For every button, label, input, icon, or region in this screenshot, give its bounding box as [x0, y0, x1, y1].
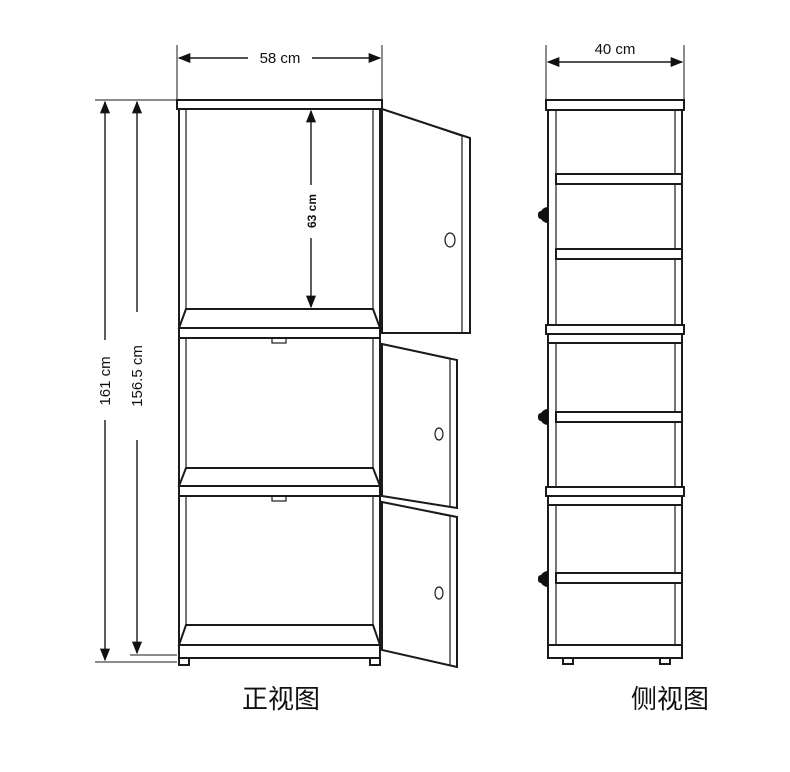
body-height-label: 156.5 cm: [129, 345, 146, 407]
side-shelf-3a: [555, 572, 683, 584]
door-3-knob-icon: [434, 586, 444, 600]
side-joint-2: [545, 486, 685, 497]
hinge-1-icon: [538, 207, 548, 223]
front-door-3: [381, 500, 458, 669]
front-door-1: [381, 107, 471, 334]
side-shelf-2a: [555, 411, 683, 423]
side-top-panel: [545, 99, 685, 111]
side-shelf-1b: [555, 248, 683, 260]
front-top-panel: [176, 99, 383, 110]
total-height-label: 161 cm: [97, 356, 114, 405]
width-dimension: 58 cm: [176, 45, 383, 100]
front-view: 58 cm 63 cm 161 cm 156.5 cm: [95, 45, 471, 669]
left-foot: [178, 657, 190, 666]
front-shelf-2: [177, 467, 382, 502]
compartment-height-label: 63 cm: [305, 194, 319, 228]
door-1-knob-icon: [444, 232, 456, 248]
front-door-2: [381, 342, 458, 510]
width-label: 58 cm: [260, 50, 301, 67]
compartment-height-dimension: 63 cm: [305, 109, 319, 309]
hinge-3-icon: [538, 571, 548, 587]
door-2-knob-icon: [434, 427, 444, 441]
front-shelf-1: [177, 308, 382, 344]
right-foot: [369, 657, 381, 666]
side-view-caption: 侧视图: [631, 685, 709, 715]
side-view: 40 cm: [538, 41, 685, 665]
body-height-dimension: 156.5 cm: [129, 100, 177, 656]
side-foot-left: [562, 657, 574, 665]
depth-label: 40 cm: [595, 41, 636, 58]
side-joint-1: [545, 324, 685, 335]
total-height-dimension: 161 cm: [95, 99, 177, 663]
depth-dimension: 40 cm: [545, 41, 685, 100]
hinge-2-icon: [538, 409, 548, 425]
front-view-caption: 正视图: [242, 685, 320, 715]
side-foot-right: [659, 657, 671, 665]
side-shelf-1a: [555, 173, 683, 185]
side-bottom-panel: [547, 644, 683, 659]
front-bottom-shelf: [177, 624, 382, 666]
